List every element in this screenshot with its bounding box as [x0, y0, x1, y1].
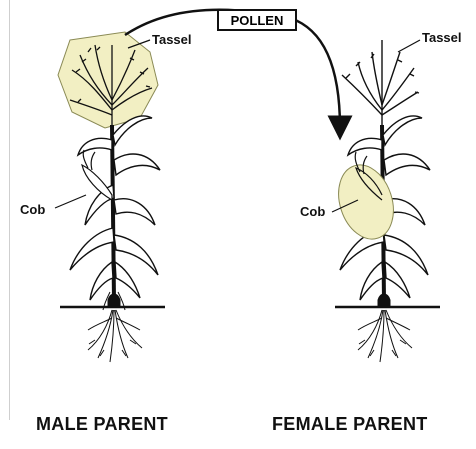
male-plant — [58, 32, 165, 362]
male-cob — [82, 150, 112, 200]
female-tassel-pointer — [398, 40, 420, 52]
female-tassel — [342, 40, 419, 125]
female-cob-label: Cob — [300, 205, 325, 218]
male-tassel-label: Tassel — [152, 33, 192, 46]
female-roots — [358, 310, 412, 362]
male-leaves — [70, 116, 160, 300]
pollen-label: POLLEN — [217, 9, 297, 31]
female-tassel-label: Tassel — [422, 31, 462, 44]
male-cob-pointer — [55, 195, 86, 208]
male-cob-label: Cob — [20, 203, 45, 216]
female-plant — [330, 40, 440, 362]
female-parent-caption: FEMALE PARENT — [272, 415, 428, 433]
male-parent-caption: MALE PARENT — [36, 415, 168, 433]
